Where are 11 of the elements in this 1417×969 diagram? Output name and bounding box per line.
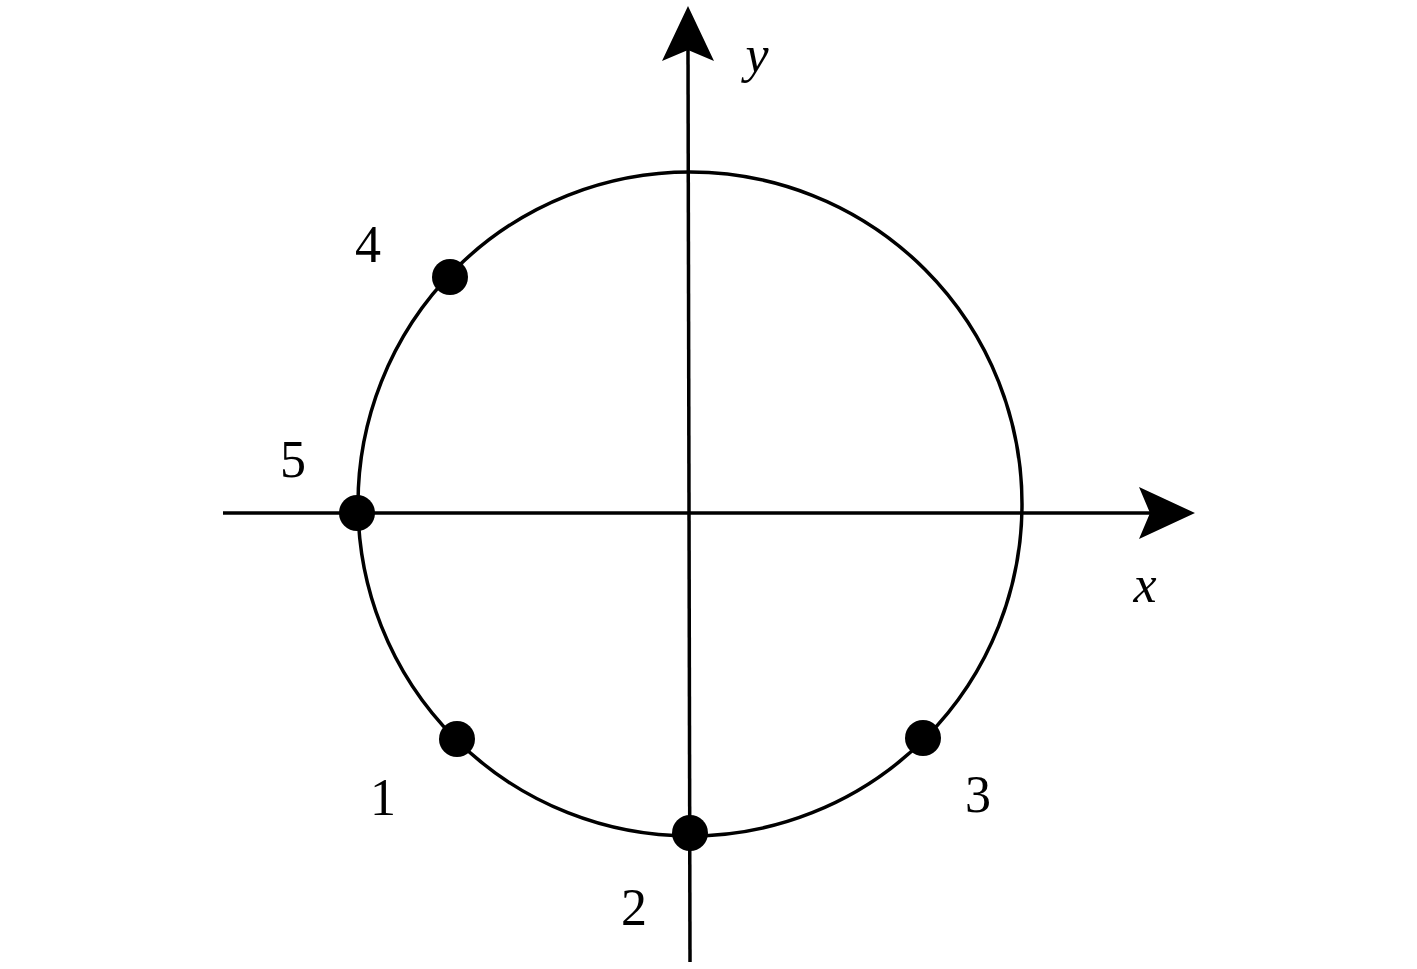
point-label: 4 xyxy=(355,219,381,271)
point-marker xyxy=(905,720,941,756)
point-marker xyxy=(439,721,475,757)
point-label: 1 xyxy=(370,772,396,824)
point-label: 2 xyxy=(621,882,647,934)
point-label: 5 xyxy=(280,434,306,486)
point-marker xyxy=(432,259,468,295)
point-marker xyxy=(339,495,375,531)
axis-label: x xyxy=(1133,559,1157,611)
point-label: 3 xyxy=(965,769,991,821)
point-marker xyxy=(672,815,708,851)
